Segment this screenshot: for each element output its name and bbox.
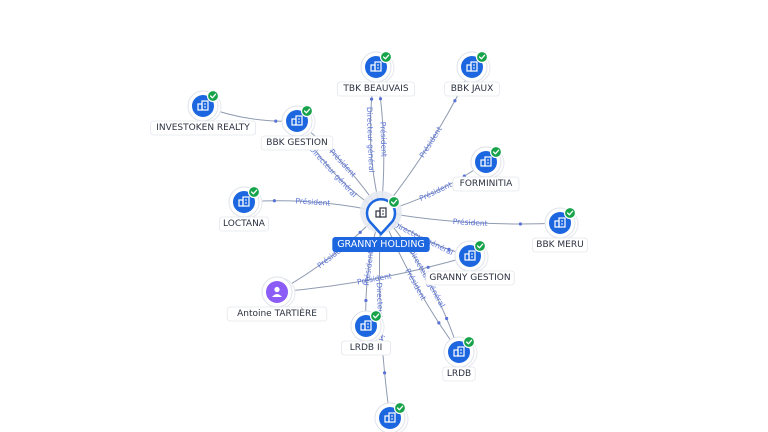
edge-arrow bbox=[518, 222, 523, 226]
node-label-bg bbox=[452, 176, 520, 192]
center-node[interactable]: GRANNY HOLDING bbox=[332, 191, 430, 252]
building-icon bbox=[291, 115, 303, 126]
building-icon bbox=[453, 346, 465, 357]
edge-arrow bbox=[382, 371, 387, 375]
check-badge-icon bbox=[369, 309, 383, 323]
edge-label: Directeur général bbox=[365, 107, 376, 173]
check-badge-icon bbox=[379, 50, 393, 64]
check-badge-icon bbox=[387, 195, 401, 209]
node-label: TBK BEAUVAIS bbox=[342, 84, 408, 94]
check-badge-icon bbox=[475, 50, 489, 64]
edge-arrow bbox=[272, 199, 276, 203]
node-label-bg bbox=[532, 237, 588, 253]
node-label-bg bbox=[149, 120, 256, 136]
edge-label: Président bbox=[452, 217, 488, 228]
nodes-layer: TBK BEAUVAIS BBK JAUX INVESTOKEN REALTY BBK… bbox=[149, 50, 588, 432]
node-loctana[interactable]: LOCTANA bbox=[218, 185, 269, 232]
edge-arrow bbox=[445, 316, 449, 321]
edge-label: Président bbox=[378, 122, 388, 157]
node-bottom[interactable] bbox=[374, 401, 409, 432]
node-label: INVESTOKEN REALTY bbox=[156, 123, 250, 133]
edge-arrow bbox=[378, 97, 383, 101]
node-bbk-meru[interactable]: BBK MERU bbox=[532, 206, 588, 253]
center-label-bg bbox=[332, 237, 430, 252]
node-label-bg bbox=[444, 81, 500, 97]
edge-arrow bbox=[274, 119, 278, 123]
edge-label: Président bbox=[418, 180, 454, 203]
node-label: LOCTANA bbox=[223, 219, 266, 229]
node-bbk-gestion[interactable]: BBK GESTION bbox=[260, 104, 334, 151]
node-label-bg bbox=[340, 340, 391, 356]
node-label-bg bbox=[336, 81, 415, 97]
check-badge-icon bbox=[473, 239, 487, 253]
edge-arrow bbox=[447, 247, 451, 251]
edge-arrow bbox=[426, 265, 430, 269]
check-badge-icon bbox=[489, 145, 503, 159]
edge-label: Président bbox=[418, 125, 444, 159]
node-label: Antoine TARTIÈRE bbox=[237, 307, 317, 319]
building-icon bbox=[464, 250, 476, 261]
node-label: GRANNY GESTION bbox=[429, 273, 510, 283]
edge-arrow bbox=[370, 97, 374, 101]
node-tbk-beauvais[interactable]: TBK BEAUVAIS bbox=[336, 50, 415, 97]
node-label: BBK JAUX bbox=[451, 84, 494, 94]
node-label: BBK MERU bbox=[536, 240, 583, 250]
edge-arrow bbox=[358, 230, 362, 234]
node-label-bg bbox=[260, 135, 334, 151]
check-badge-icon bbox=[247, 185, 261, 199]
building-icon bbox=[360, 320, 372, 331]
node-label: BBK GESTION bbox=[266, 138, 327, 148]
building-icon bbox=[384, 412, 396, 423]
check-badge-icon bbox=[393, 401, 407, 415]
node-label: LRDB bbox=[447, 369, 471, 379]
node-antoine[interactable]: Antoine TARTIÈRE bbox=[226, 276, 328, 322]
building-icon bbox=[238, 196, 250, 207]
node-label-bg bbox=[442, 366, 476, 382]
node-label-bg bbox=[218, 216, 269, 232]
node-lrdb[interactable]: LRDB bbox=[442, 335, 478, 382]
check-badge-icon bbox=[563, 206, 577, 220]
edge-arrow bbox=[437, 321, 441, 325]
node-lrdb-ii[interactable]: LRDB II bbox=[340, 309, 391, 356]
building-icon bbox=[480, 156, 492, 167]
building-icon bbox=[370, 61, 382, 72]
center-label: GRANNY HOLDING bbox=[337, 239, 425, 250]
building-icon bbox=[375, 207, 387, 218]
edge-label: Président bbox=[295, 196, 331, 208]
edge-arrow bbox=[364, 298, 368, 303]
node-granny-gestion[interactable]: GRANNY GESTION bbox=[425, 239, 515, 286]
building-icon bbox=[554, 217, 566, 228]
node-label: FORMINITIA bbox=[460, 179, 513, 189]
node-label: LRDB II bbox=[350, 343, 383, 353]
check-badge-icon bbox=[462, 335, 476, 349]
node-label-bg bbox=[226, 306, 328, 322]
edge-arrow bbox=[453, 99, 457, 103]
edge-granny-bbk-meru: Président bbox=[380, 211, 561, 228]
node-investoken[interactable]: INVESTOKEN REALTY bbox=[149, 89, 256, 136]
check-badge-icon bbox=[300, 104, 314, 118]
building-icon bbox=[197, 100, 209, 111]
node-forminitia[interactable]: FORMINITIA bbox=[452, 145, 520, 192]
person-icon bbox=[272, 286, 282, 297]
check-badge-icon bbox=[206, 89, 220, 103]
node-bbk-jaux[interactable]: BBK JAUX bbox=[444, 50, 500, 97]
building-icon bbox=[466, 61, 478, 72]
node-label-bg bbox=[425, 270, 515, 286]
